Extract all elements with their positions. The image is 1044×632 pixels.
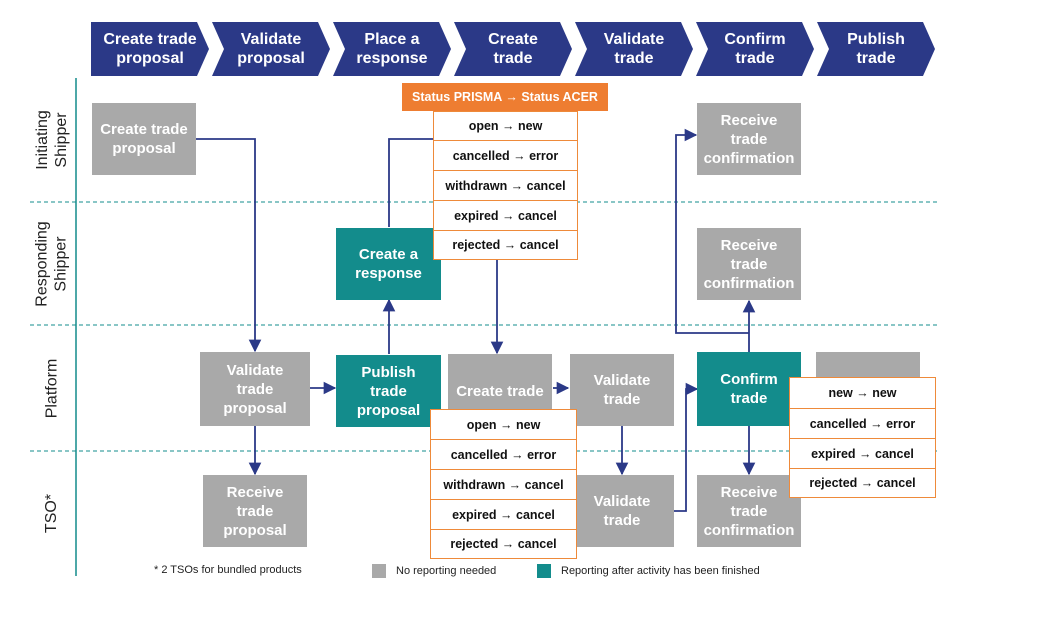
step-create-trade-proposal: Create trade proposal	[91, 22, 209, 76]
status-row: open → new	[434, 112, 577, 141]
tso-receive-trade-confirmation: Receive trade confirmation	[697, 475, 801, 547]
status-row: withdrawn → cancel	[434, 171, 577, 201]
lane-initiating-shipper: Initiating Shipper	[34, 110, 70, 170]
connector-confirm-to-is-receive	[675, 128, 749, 334]
pf-validate-trade: Validate trade	[570, 354, 674, 426]
pf-publish-trade-proposal: Publish trade proposal	[336, 355, 441, 427]
step-confirm-trade: Confirm trade	[696, 22, 814, 76]
status-table-right: new → new cancelled → error expired → ca…	[789, 377, 936, 498]
is-receive-trade-confirmation: Receive trade confirmation	[697, 103, 801, 175]
step-create-trade: Create trade	[454, 22, 572, 76]
step-publish-trade: Publish trade	[817, 22, 935, 76]
legend-swatch-gray	[372, 564, 386, 578]
rs-create-a-response: Create a response	[336, 228, 441, 300]
legend-swatch-teal	[537, 564, 551, 578]
status-row: cancelled → error	[431, 440, 576, 470]
legend-no-reporting: No reporting needed	[396, 565, 497, 577]
status-row: expired → cancel	[434, 201, 577, 231]
status-row: rejected → cancel	[809, 476, 916, 490]
step-validate-trade: Validate trade	[575, 22, 693, 76]
tso-receive-trade-proposal: Receive trade proposal	[203, 475, 307, 547]
step-place-a-response: Place a response	[333, 22, 451, 76]
step-validate-proposal: Validate proposal	[212, 22, 330, 76]
connector-tso-validate-to-confirm	[674, 382, 699, 512]
tso-validate-trade: Validate trade	[570, 475, 674, 547]
pf-confirm-trade: Confirm trade	[697, 352, 801, 426]
lane-tso: TSO*	[43, 493, 61, 534]
status-row: withdrawn → cancel	[431, 470, 576, 500]
status-row: new → new	[790, 378, 935, 409]
lane-platform: Platform	[43, 358, 61, 418]
connector-proposal-to-validate	[196, 138, 262, 353]
status-row: cancelled → error	[434, 141, 577, 171]
rs-receive-trade-confirmation: Receive trade confirmation	[697, 228, 801, 300]
status-mapping-header: Status PRISMA → Status ACER	[402, 83, 608, 111]
footnote-bundled-products: * 2 TSOs for bundled products	[154, 564, 302, 576]
status-row: expired → cancel	[431, 500, 576, 530]
status-table-middle: open → new cancelled → error withdrawn →…	[430, 409, 577, 559]
is-create-trade-proposal: Create trade proposal	[92, 103, 196, 175]
legend-reporting-after: Reporting after activity has been finish…	[561, 565, 760, 577]
status-row: expired → cancel	[790, 439, 935, 469]
status-table-top: open → new cancelled → error withdrawn →…	[433, 111, 578, 260]
connector-response-up	[388, 138, 434, 227]
status-row: open → new	[431, 410, 576, 440]
status-row: cancelled → error	[790, 409, 935, 439]
status-row: rejected → cancel	[452, 238, 559, 252]
lane-responding-shipper: Responding Shipper	[34, 220, 70, 307]
pf-validate-trade-proposal: Validate trade proposal	[200, 352, 310, 426]
status-row: rejected → cancel	[450, 537, 557, 551]
